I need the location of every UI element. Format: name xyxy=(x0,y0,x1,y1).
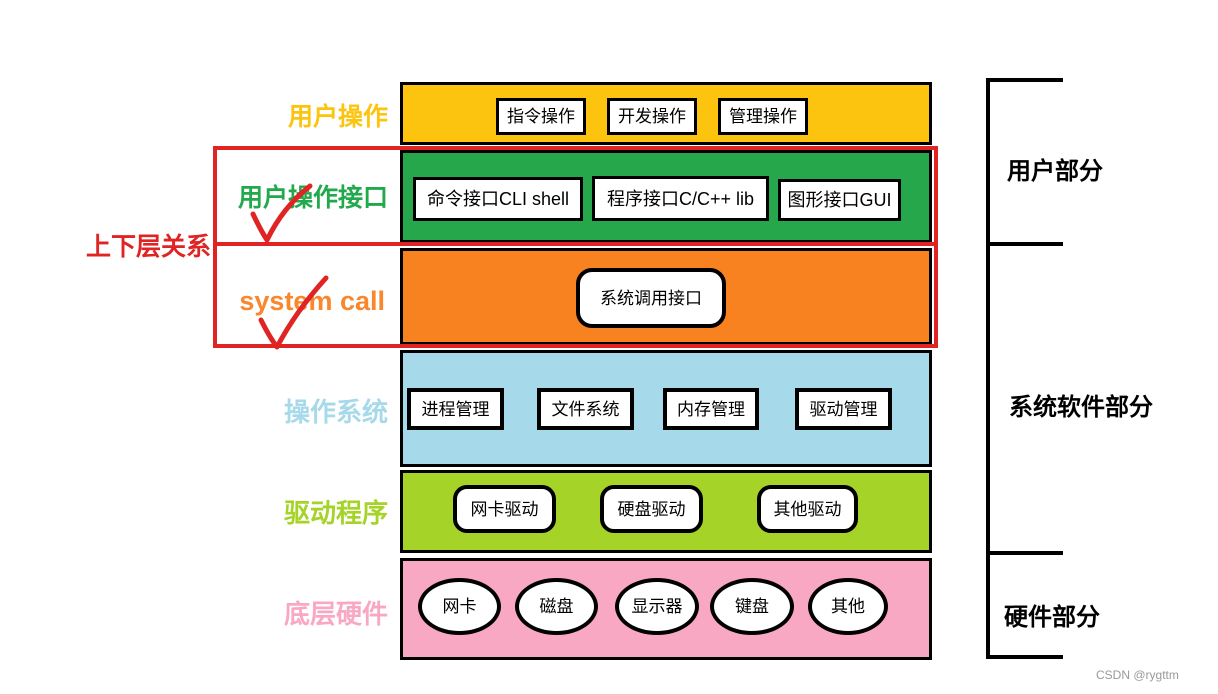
layer-label-hardware: 底层硬件 xyxy=(283,599,388,629)
item-display: 显示器 xyxy=(615,578,699,635)
section-label-user-part: 用户部分 xyxy=(1007,158,1103,185)
item-process-management: 进程管理 xyxy=(407,388,504,430)
item-cli-shell-interface: 命令接口CLI shell xyxy=(413,177,583,221)
section-label-hardware-part: 硬件部分 xyxy=(1004,604,1100,631)
item-disk: 磁盘 xyxy=(515,578,598,635)
annotation-label: 上下层关系 xyxy=(85,233,211,261)
item-keyboard: 键盘 xyxy=(710,578,794,635)
item-other-hardware: 其他 xyxy=(808,578,888,635)
item-nic: 网卡 xyxy=(418,578,501,635)
layer-label-drivers: 驱动程序 xyxy=(283,498,388,528)
item-command-operation: 指令操作 xyxy=(496,98,586,135)
item-program-interface: 程序接口C/C++ lib xyxy=(592,176,769,221)
band-hardware: 网卡 磁盘 显示器 键盘 其他 xyxy=(400,558,932,660)
item-file-system: 文件系统 xyxy=(537,388,634,430)
band-user-operation-interface: 命令接口CLI shell 程序接口C/C++ lib 图形接口GUI xyxy=(400,150,932,243)
item-disk-driver: 硬盘驱动 xyxy=(600,485,703,533)
band-operating-system: 进程管理 文件系统 内存管理 驱动管理 xyxy=(400,350,932,467)
item-management-operation: 管理操作 xyxy=(718,98,808,135)
section-label-system-software-part: 系统软件部分 xyxy=(1009,394,1153,421)
watermark: CSDN @rygttm xyxy=(1096,668,1179,682)
item-other-driver: 其他驱动 xyxy=(757,485,858,533)
band-drivers: 网卡驱动 硬盘驱动 其他驱动 xyxy=(400,470,932,553)
item-system-call-interface: 系统调用接口 xyxy=(576,268,726,328)
item-nic-driver: 网卡驱动 xyxy=(453,485,556,533)
layer-label-user-operation-interface: 用户操作接口 xyxy=(237,184,388,212)
item-driver-management: 驱动管理 xyxy=(795,388,892,430)
band-system-call: 系统调用接口 xyxy=(400,248,932,345)
layer-label-operating-system: 操作系统 xyxy=(283,397,388,427)
layer-label-system-call: system call xyxy=(239,286,385,316)
item-memory-management: 内存管理 xyxy=(663,388,759,430)
layer-label-user-operations: 用户操作 xyxy=(287,103,388,131)
item-development-operation: 开发操作 xyxy=(607,98,697,135)
item-gui-interface: 图形接口GUI xyxy=(778,179,901,221)
band-user-operations: 指令操作 开发操作 管理操作 xyxy=(400,82,932,145)
